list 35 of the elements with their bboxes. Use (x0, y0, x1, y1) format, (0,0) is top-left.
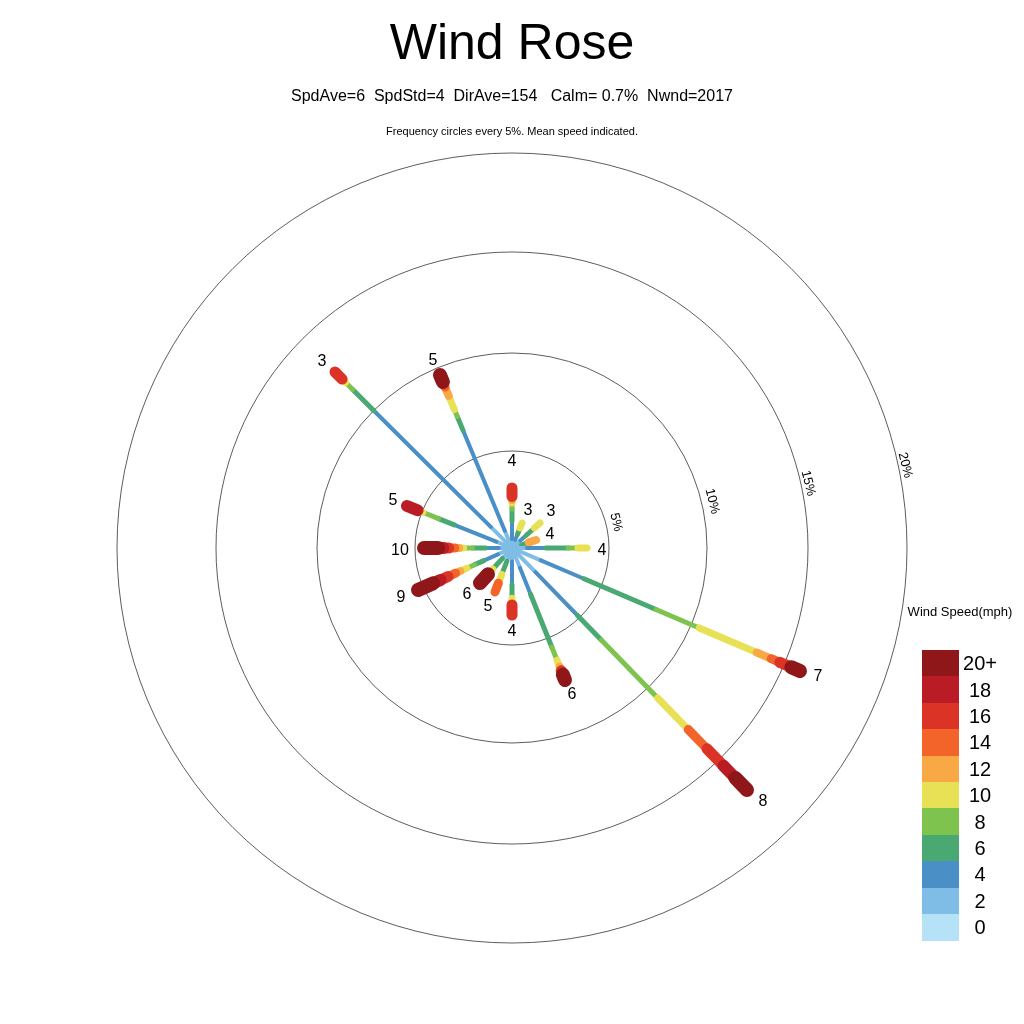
legend-label: 16 (968, 706, 992, 726)
mean-speed-label: 9 (396, 589, 406, 605)
legend-heading: Wind Speed(mph) (907, 604, 1013, 618)
legend-label: 18 (968, 679, 992, 700)
ring-percent-label: 5% (608, 511, 626, 533)
mean-speed-label: 6 (462, 586, 472, 602)
mean-speed-label: 4 (507, 623, 517, 639)
mean-speed-label: 4 (597, 542, 607, 558)
mean-speed-label: 3 (317, 353, 327, 369)
mean-speed-label: 7 (813, 668, 823, 684)
legend-label: 2 (974, 890, 986, 911)
legend-label: 4 (974, 864, 986, 885)
mean-speed-label: 6 (567, 686, 577, 702)
mean-speed-label: 10 (391, 542, 409, 558)
frequency-note: Frequency circles every 5%. Mean speed indicated. (386, 125, 638, 137)
stats-subtitle: SpdAve=6 SpdStd=4 DirAve=154 Calm= 0.7% Nwnd=2017 (291, 88, 733, 104)
mean-speed-label: 4 (545, 526, 555, 542)
legend-label: 8 (974, 811, 986, 832)
ring-percent-label: 10% (703, 486, 723, 516)
mean-speed-label: 3 (523, 502, 533, 518)
legend-label: 10 (968, 785, 992, 806)
mean-speed-label: 8 (758, 793, 768, 809)
mean-speed-label: 5 (483, 598, 493, 614)
legend-label: 0 (974, 917, 986, 938)
legend-label: 12 (968, 758, 992, 779)
mean-speed-label: 4 (507, 453, 517, 469)
ring-percent-label: 20% (896, 450, 916, 480)
mean-speed-label: 5 (428, 352, 438, 368)
chart-title: Wind Rose (389, 17, 635, 67)
mean-speed-label: 5 (388, 492, 398, 508)
legend-label: 6 (974, 838, 986, 858)
ring-percent-label: 15% (799, 468, 819, 498)
mean-speed-label: 3 (546, 503, 556, 519)
legend-label: 20+ (963, 653, 997, 674)
legend-label: 14 (968, 732, 992, 753)
